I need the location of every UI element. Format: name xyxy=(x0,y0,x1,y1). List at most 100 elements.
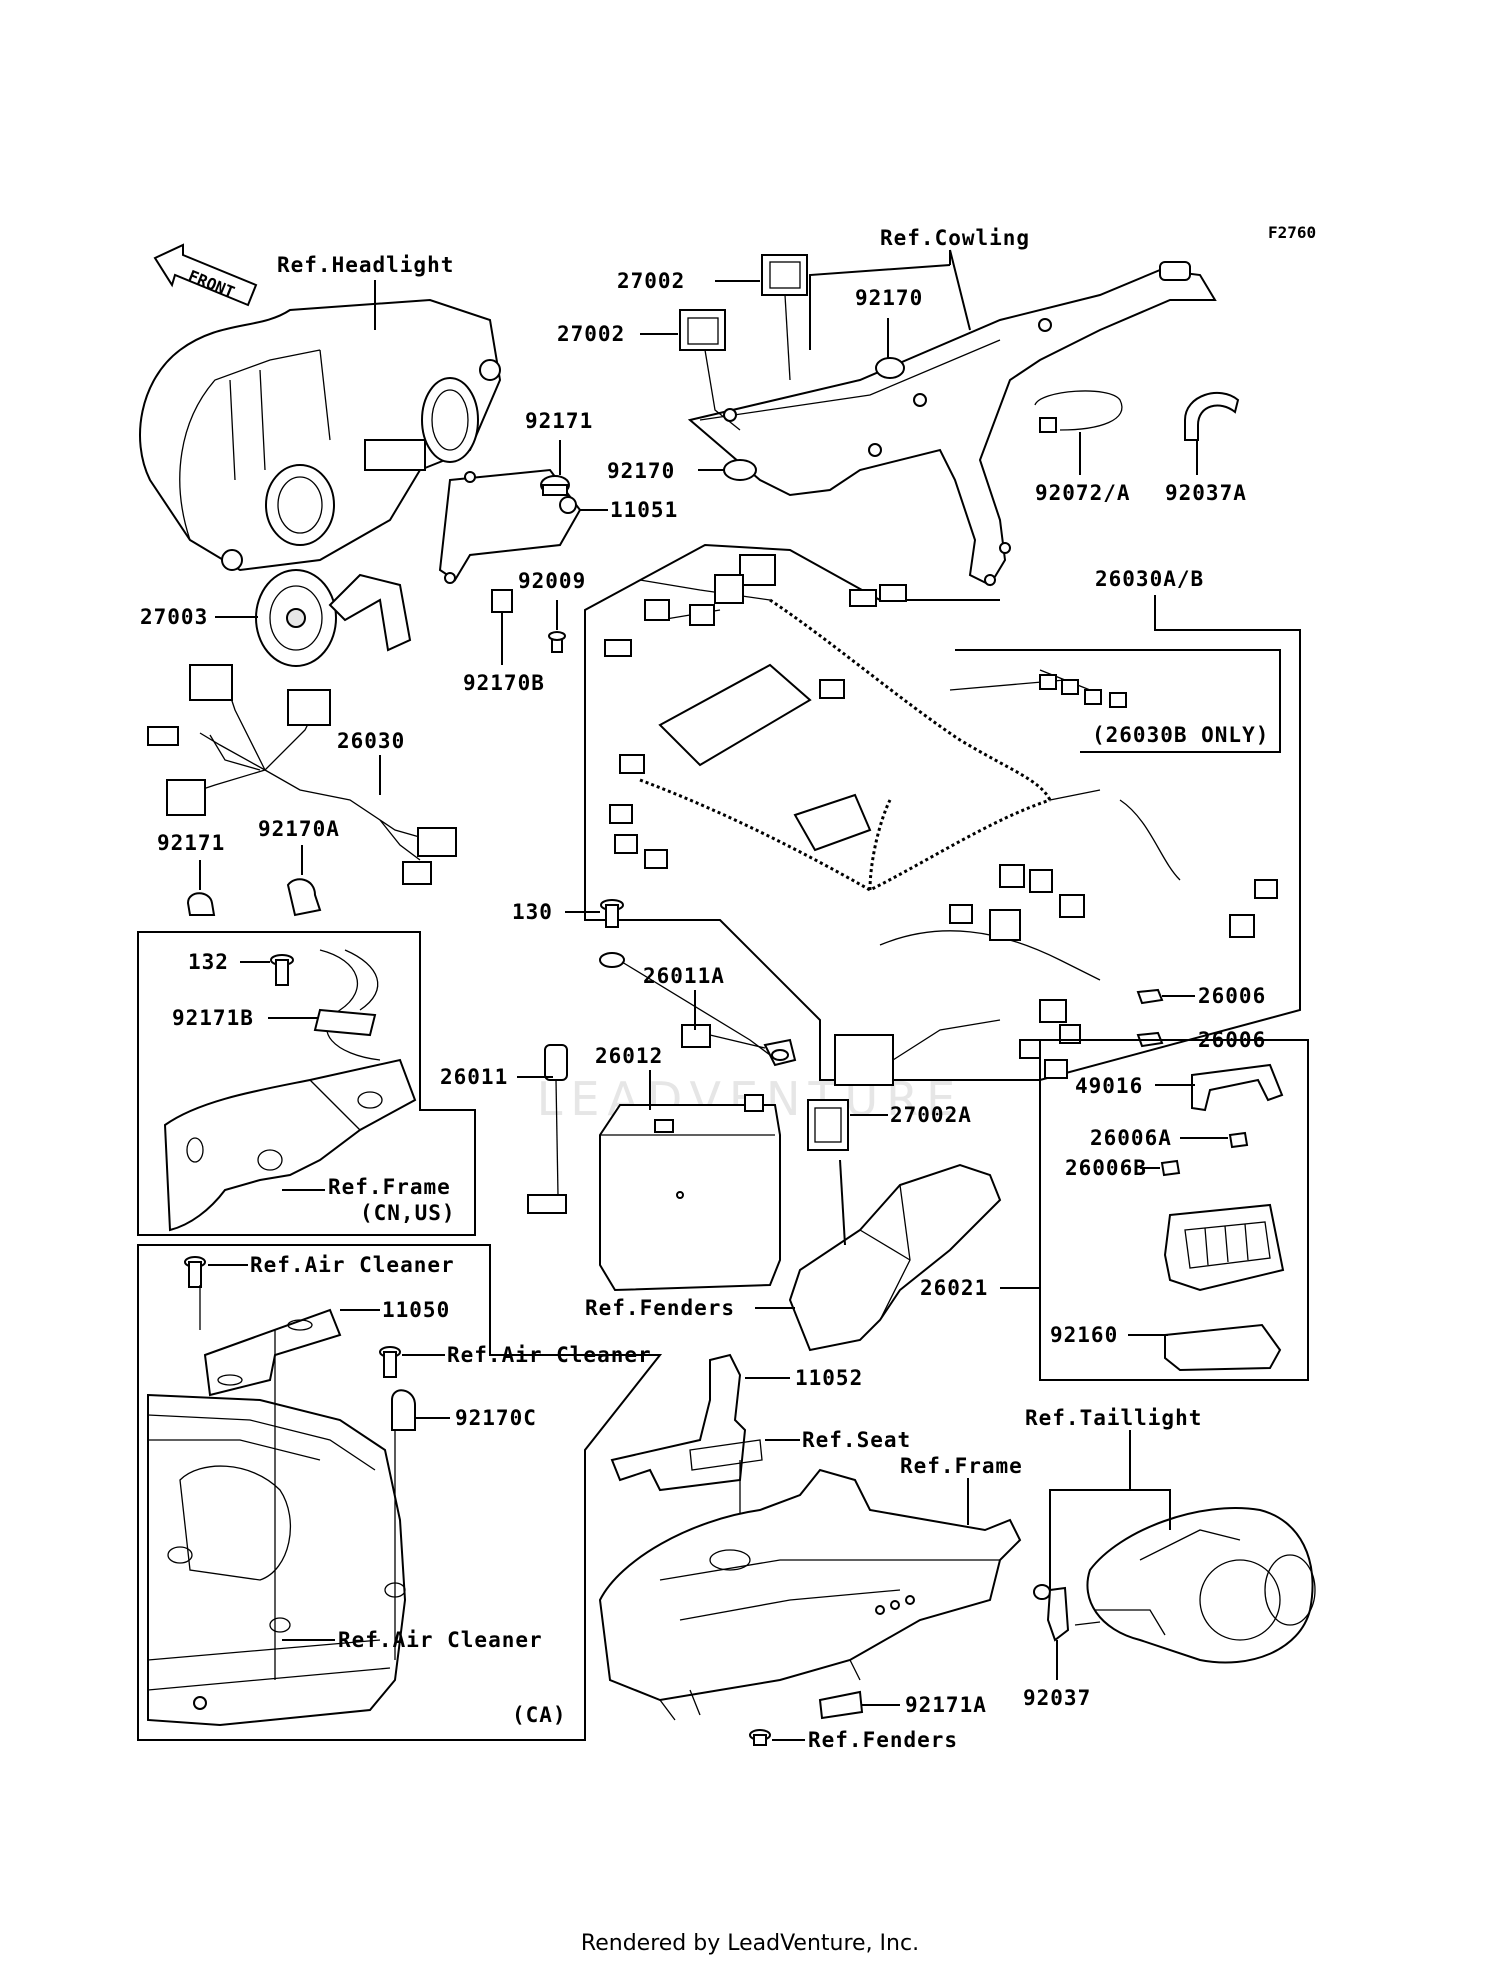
main-harness-part xyxy=(604,554,1278,1086)
headlight-part xyxy=(139,298,502,572)
bolt-air-cleaner-1-part xyxy=(184,1256,206,1288)
label-26011a: 26011A xyxy=(643,964,725,988)
bolt-air-cleaner-2-part xyxy=(379,1346,401,1378)
label-ref-cowling: Ref.Cowling xyxy=(880,226,1030,250)
rear-frame-part xyxy=(598,1468,1022,1721)
bolt-fenders-part xyxy=(749,1729,771,1746)
ref-taillight-leader xyxy=(1049,1430,1171,1590)
frame-cnus-part xyxy=(163,949,417,1232)
sub-harness-26030-part xyxy=(147,664,457,885)
bracket-11052-part xyxy=(610,1353,763,1492)
clip-92171-mid-part xyxy=(186,892,216,916)
label-ca: (CA) xyxy=(512,1703,567,1727)
label-92171-top: 92171 xyxy=(525,409,593,433)
front-arrow: FRONT xyxy=(153,243,258,307)
fuse-26006b-part xyxy=(1160,1159,1181,1177)
label-27002a: 27002A xyxy=(890,1103,972,1127)
label-27003: 27003 xyxy=(140,605,208,629)
fender-part xyxy=(788,1163,1002,1352)
bolt-130-part xyxy=(600,899,624,928)
label-ref-air-cleaner-3: Ref.Air Cleaner xyxy=(338,1628,543,1652)
clip-92170b-part xyxy=(491,589,513,613)
fuse-26006a-part xyxy=(1228,1131,1249,1149)
label-92171a: 92171A xyxy=(905,1693,987,1717)
label-ref-air-cleaner-1: Ref.Air Cleaner xyxy=(250,1253,455,1277)
label-26030ab: 26030A/B xyxy=(1095,567,1204,591)
label-49016: 49016 xyxy=(1075,1074,1143,1098)
label-92170-lower: 92170 xyxy=(607,459,675,483)
label-26006-upper: 26006 xyxy=(1198,984,1266,1008)
label-ref-fenders-2: Ref.Fenders xyxy=(808,1728,958,1752)
cable-tie-92072a-part xyxy=(1034,390,1123,433)
screw-92009-part xyxy=(548,631,566,653)
fuse-box-26021-part xyxy=(1163,1203,1285,1292)
label-92170-upper: 92170 xyxy=(855,286,923,310)
label-26030: 26030 xyxy=(337,729,405,753)
label-ref-taillight: Ref.Taillight xyxy=(1025,1406,1202,1430)
label-92037: 92037 xyxy=(1023,1686,1091,1710)
label-26012: 26012 xyxy=(595,1044,663,1068)
label-26030b-only: (26030B ONLY) xyxy=(1092,723,1269,747)
clip-92170-lower-part xyxy=(723,459,757,481)
label-92170a: 92170A xyxy=(258,817,340,841)
label-92160: 92160 xyxy=(1050,1323,1118,1347)
clip-92170a-part xyxy=(286,878,322,917)
diagram-code: F2760 xyxy=(1268,223,1316,242)
battery-26012-part xyxy=(599,1094,781,1292)
clip-92171a-part xyxy=(818,1690,864,1720)
ref-cowling-leader-1 xyxy=(949,249,971,331)
clip-92170-upper-part xyxy=(875,357,905,379)
fuse-cover-92160-part xyxy=(1164,1323,1282,1372)
label-92171b: 92171B xyxy=(172,1006,254,1030)
p27002a-fender-leader xyxy=(839,1159,846,1246)
label-26021: 26021 xyxy=(920,1276,988,1300)
battery-cable-26011-part xyxy=(527,1044,568,1214)
fuse-cover-49016-part xyxy=(1191,1063,1284,1112)
ca-air-cleaner-box xyxy=(137,1244,663,1741)
cowling-stay-part xyxy=(687,261,1217,587)
harness-26030ab-outline xyxy=(584,543,1301,1081)
label-ref-seat: Ref.Seat xyxy=(802,1428,911,1452)
cnus-frame-box xyxy=(137,931,476,1236)
label-ref-air-cleaner-2: Ref.Air Cleaner xyxy=(447,1343,652,1367)
label-ref-frame-cnus: Ref.Frame xyxy=(328,1175,451,1199)
clamp-92037-part xyxy=(1033,1584,1101,1642)
label-ref-fenders-1: Ref.Fenders xyxy=(585,1296,735,1320)
harness-26030b-only-box xyxy=(955,649,1281,753)
label-ref-frame-2: Ref.Frame xyxy=(900,1454,1023,1478)
fuse-box-frame xyxy=(1039,1039,1309,1381)
label-27002-lower: 27002 xyxy=(557,322,625,346)
horn-part xyxy=(255,569,412,667)
air-cleaner-guide-lines xyxy=(199,1285,276,1680)
label-130: 130 xyxy=(512,900,553,924)
air-cleaner-part xyxy=(147,1393,407,1727)
relay-27002-upper-part xyxy=(761,254,808,381)
label-cn-us: (CN,US) xyxy=(360,1201,456,1225)
clamp-92171-top-part xyxy=(540,475,570,496)
relay-27002-lower-part xyxy=(679,309,741,431)
label-92009: 92009 xyxy=(518,569,586,593)
label-ref-headlight: Ref.Headlight xyxy=(277,253,454,277)
label-92170b: 92170B xyxy=(463,671,545,695)
label-11052: 11052 xyxy=(795,1366,863,1390)
label-92171-mid: 92171 xyxy=(157,831,225,855)
clip-92170c-part xyxy=(391,1389,416,1431)
relay-27002a-part xyxy=(807,1099,849,1151)
label-11050: 11050 xyxy=(382,1298,450,1322)
label-27002-upper: 27002 xyxy=(617,269,685,293)
footer-credit: Rendered by LeadVenture, Inc. xyxy=(581,1931,919,1956)
label-92072a: 92072/A xyxy=(1035,481,1131,505)
label-26006a: 26006A xyxy=(1090,1126,1172,1150)
bracket-11050-part xyxy=(203,1308,342,1397)
taillight-part xyxy=(1086,1507,1316,1664)
ref-cowling-leader-2 xyxy=(809,264,951,350)
clamp-92037a-part xyxy=(1184,391,1240,441)
label-132: 132 xyxy=(188,950,229,974)
label-26011: 26011 xyxy=(440,1065,508,1089)
label-11051: 11051 xyxy=(610,498,678,522)
bolt-132-part xyxy=(270,954,294,986)
label-92170c: 92170C xyxy=(455,1406,537,1430)
label-92037a: 92037A xyxy=(1165,481,1247,505)
fuse-26006-upper-part xyxy=(1136,988,1164,1005)
